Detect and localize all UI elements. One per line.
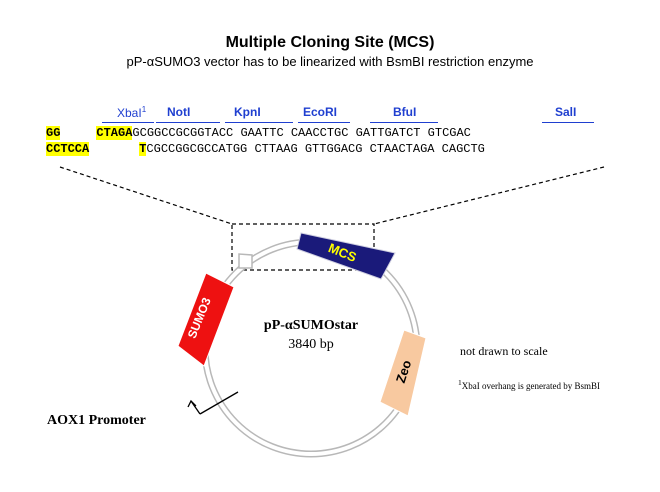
zoom-line-right [373,166,605,225]
figure-title: Multiple Cloning Site (MCS) [225,34,435,51]
bottom-rest: CGCCGGCGCCATGG CTTAAG GTTGGACG CTAACTAGA… [146,142,485,156]
top-rest: GCGGCCGCGGTACC GAATTC CAACCTGC GATTGATCT… [132,126,471,140]
sequence-bottom-strand: CCTCCA TCGCCGGCGCCATGG CTTAAG GTTGGACG CT… [46,142,485,157]
footnote: 1XbaI overhang is generated by BsmBI [458,378,600,391]
kpni-site-bar [225,122,293,123]
plasmid-name: pP-αSUMOstar [263,318,359,333]
ecori-site-bar [298,122,350,123]
mcs-feature [296,232,396,280]
enzyme-label-bful: BfuI [393,105,417,119]
sali-site-bar [542,122,594,123]
enzyme-label-ecori: EcoRI [303,105,338,119]
top-overhang: GG [46,126,61,140]
aox1-promoter-pointer [199,391,239,415]
xbai-site-bar [102,122,154,123]
enzyme-label-xbai: XbaI1 [117,105,147,120]
enzyme-label-sali: SalI [555,105,577,119]
top-xbai-site: CTAGA [96,126,133,140]
bful-site-bar [370,122,438,123]
aox1-promoter-arrow-head [187,399,197,408]
bottom-xbai-site: T [139,142,147,156]
aox1-promoter-label: AOX1 Promoter [47,413,146,428]
enzyme-label-kpni: KpnI [234,105,261,119]
figure-subtitle: pP-αSUMO3 vector has to be linearized wi… [126,54,534,69]
plasmid-gap-marker [238,253,253,269]
zeo-feature [379,329,427,417]
scale-note: not drawn to scale [460,344,548,358]
zoom-line-left [59,166,233,225]
plasmid-size: 3840 bp [288,337,334,352]
bottom-overhang: CCTCCA [46,142,90,156]
sequence-top-strand: GG CTAGAGCGGCCGCGGTACC GAATTC CAACCTGC GA… [46,126,471,141]
noti-site-bar [156,122,220,123]
sumo3-feature [177,272,235,367]
enzyme-label-noti: NotI [167,105,191,119]
zoom-box [231,223,375,271]
